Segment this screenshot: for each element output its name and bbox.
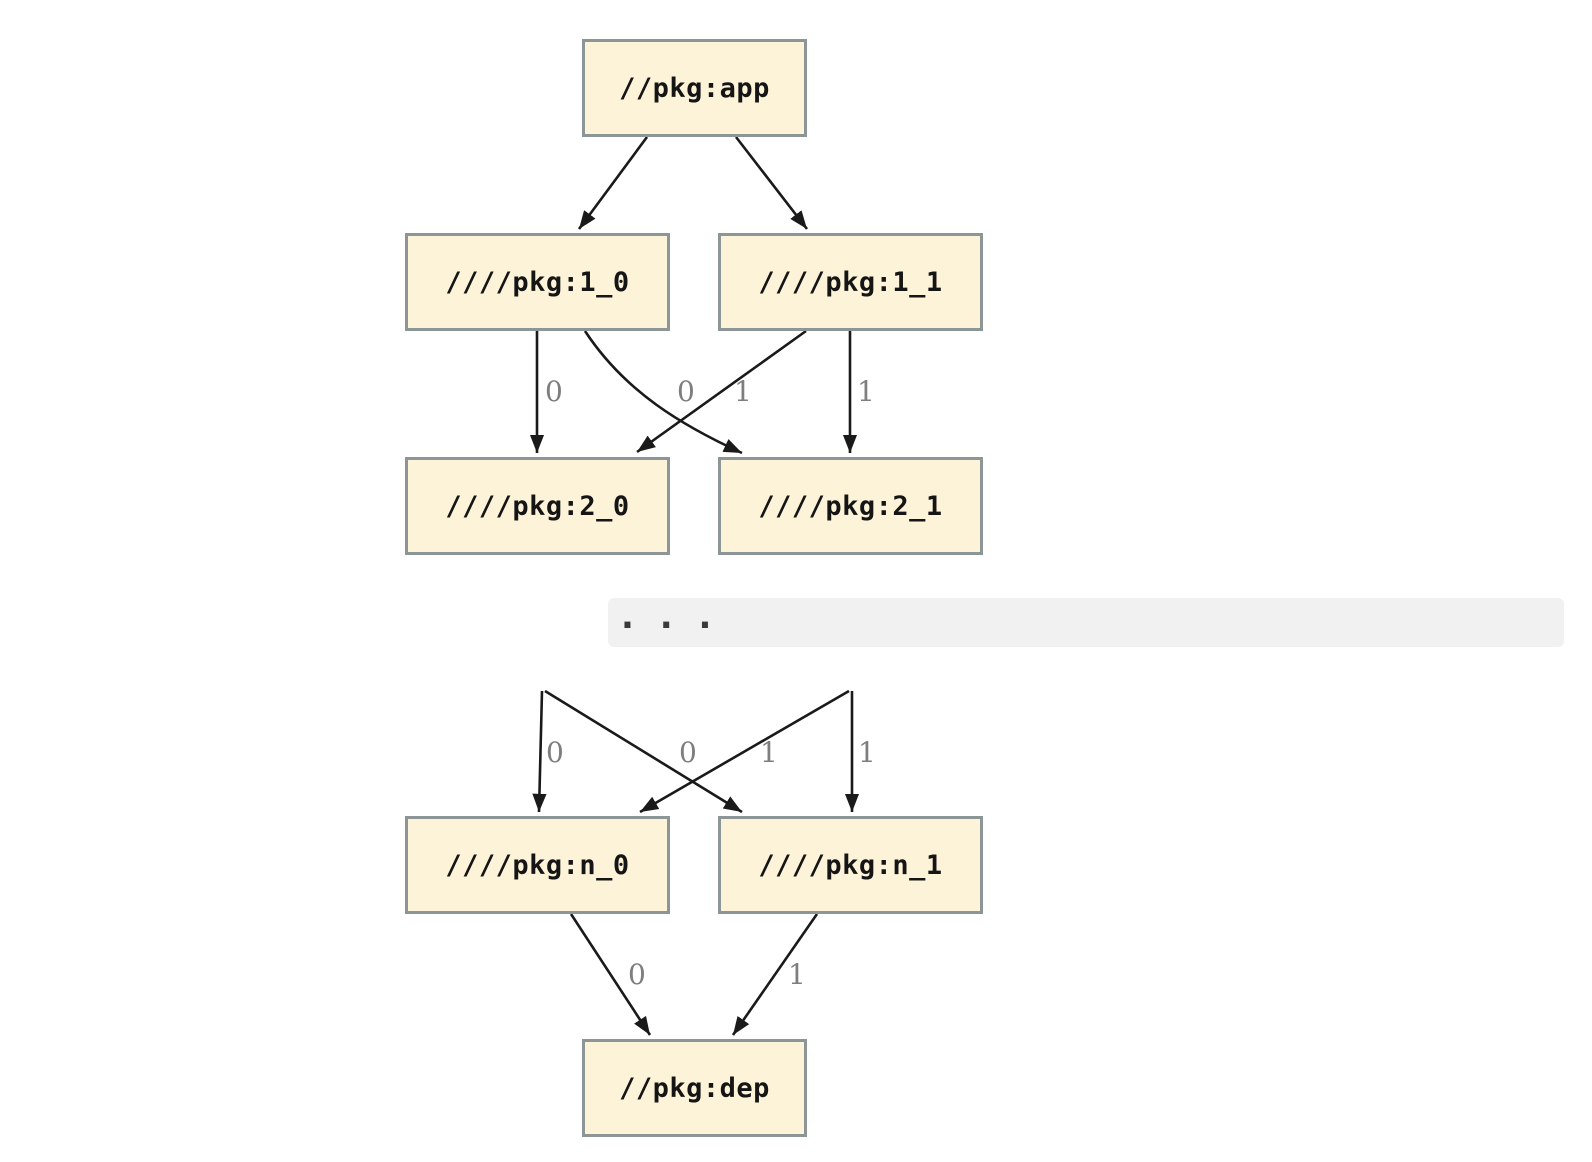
edge-n_0-to-dep [569, 913, 652, 1036]
edge-app-to-1_0 [577, 136, 649, 230]
node-pkg-n_0-label: ////pkg:n_0 [445, 849, 630, 881]
edge-prev1-to-n_0 [639, 689, 850, 814]
edge-prev0-to-n_0 [532, 690, 547, 813]
edge-label-n_1-to-dep: 1 [788, 958, 806, 991]
node-pkg-1_1-label: ////pkg:1_1 [758, 266, 943, 298]
edge-label-prev0-to-n_0: 0 [546, 736, 564, 769]
edge-label-1_1-to-2_0: 1 [734, 375, 752, 408]
node-pkg-app: //pkg:app [582, 39, 807, 137]
node-pkg-dep: //pkg:dep [582, 1039, 807, 1137]
edge-label-prev1-to-n_0: 1 [760, 736, 778, 769]
edge-label-prev0-to-n_1: 0 [679, 736, 697, 769]
node-pkg-app-label: //pkg:app [619, 72, 770, 104]
node-pkg-2_1-label: ////pkg:2_1 [758, 490, 943, 522]
edge-label-prev1-to-n_1: 1 [858, 736, 876, 769]
node-pkg-2_0-label: ////pkg:2_0 [445, 490, 630, 522]
edge-label-1_0-to-2_0: 0 [545, 375, 563, 408]
node-pkg-1_0: ////pkg:1_0 [405, 233, 670, 331]
node-pkg-n_1-label: ////pkg:n_1 [758, 849, 943, 881]
ellipsis-dots: . . . [621, 596, 719, 637]
edge-label-1_0-to-2_1: 0 [677, 375, 695, 408]
node-pkg-n_0: ////pkg:n_0 [405, 816, 670, 914]
edge-label-1_1-to-2_1: 1 [857, 375, 875, 408]
edge-label-n_0-to-dep: 0 [628, 958, 646, 991]
edge-1_1-to-2_0 [636, 329, 807, 454]
edge-1_0-to-2_1 [583, 330, 743, 455]
node-pkg-2_0: ////pkg:2_0 [405, 457, 670, 555]
edge-n_1-to-dep [731, 913, 819, 1036]
node-pkg-1_0-label: ////pkg:1_0 [445, 266, 630, 298]
node-pkg-dep-label: //pkg:dep [619, 1072, 770, 1104]
node-pkg-n_1: ////pkg:n_1 [718, 816, 983, 914]
node-pkg-1_1: ////pkg:1_1 [718, 233, 983, 331]
edge-prev0-to-n_1 [544, 689, 743, 814]
edge-app-to-1_1 [734, 136, 809, 230]
node-pkg-2_1: ////pkg:2_1 [718, 457, 983, 555]
ellipsis-collapsed-layers-bar: . . . [608, 598, 1564, 647]
